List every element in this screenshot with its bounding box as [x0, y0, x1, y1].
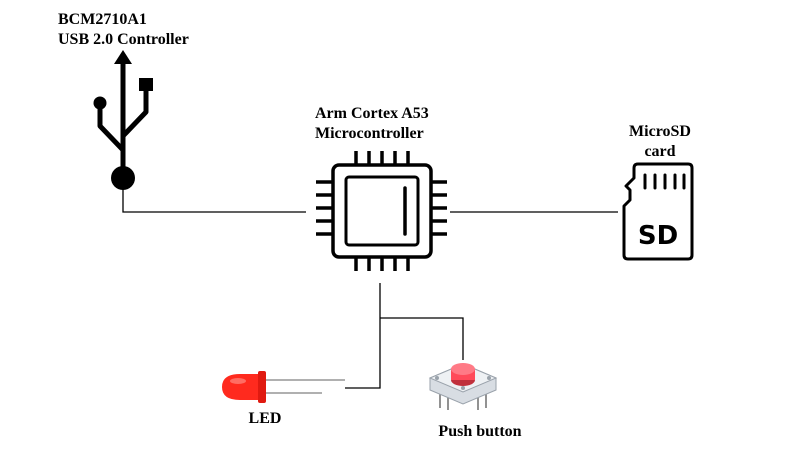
chip-icon — [316, 151, 447, 271]
wire-usb-to-cpu — [122, 186, 306, 213]
usb-label-line1: BCM2710A1 — [58, 11, 147, 28]
sd-contacts — [643, 173, 686, 190]
push-button-icon — [428, 363, 498, 410]
sd-label-line2: card — [644, 143, 676, 160]
microsd-card-icon: SD — [622, 162, 694, 261]
wire-cpu-to-button — [380, 317, 464, 360]
wire-cpu-to-led — [345, 283, 381, 389]
sd-card-text: SD — [638, 221, 678, 251]
connection-wires — [122, 186, 618, 389]
led-rim — [258, 371, 266, 403]
usb-icon — [93, 50, 153, 190]
led-label: LED — [248, 410, 282, 427]
cpu-label: Arm Cortex A53 Microcontroller — [315, 104, 429, 144]
chip-pins-left — [316, 180, 332, 236]
usb-controller-label: BCM2710A1 USB 2.0 Controller — [58, 10, 189, 50]
chip-pins-top — [354, 151, 410, 164]
led-body — [222, 374, 262, 400]
chip-pins-right — [432, 180, 447, 236]
chip-pins-bottom — [354, 258, 410, 271]
microsd-label: MicroSD card — [629, 122, 691, 162]
cpu-label-line2: Microcontroller — [315, 125, 424, 142]
sd-label-line1: MicroSD — [629, 123, 691, 140]
cpu-label-line1: Arm Cortex A53 — [315, 105, 429, 122]
push-button-label: Push button — [438, 423, 522, 440]
usb-label-line2: USB 2.0 Controller — [58, 31, 189, 48]
button-legs — [439, 394, 487, 410]
led-icon — [222, 371, 345, 403]
